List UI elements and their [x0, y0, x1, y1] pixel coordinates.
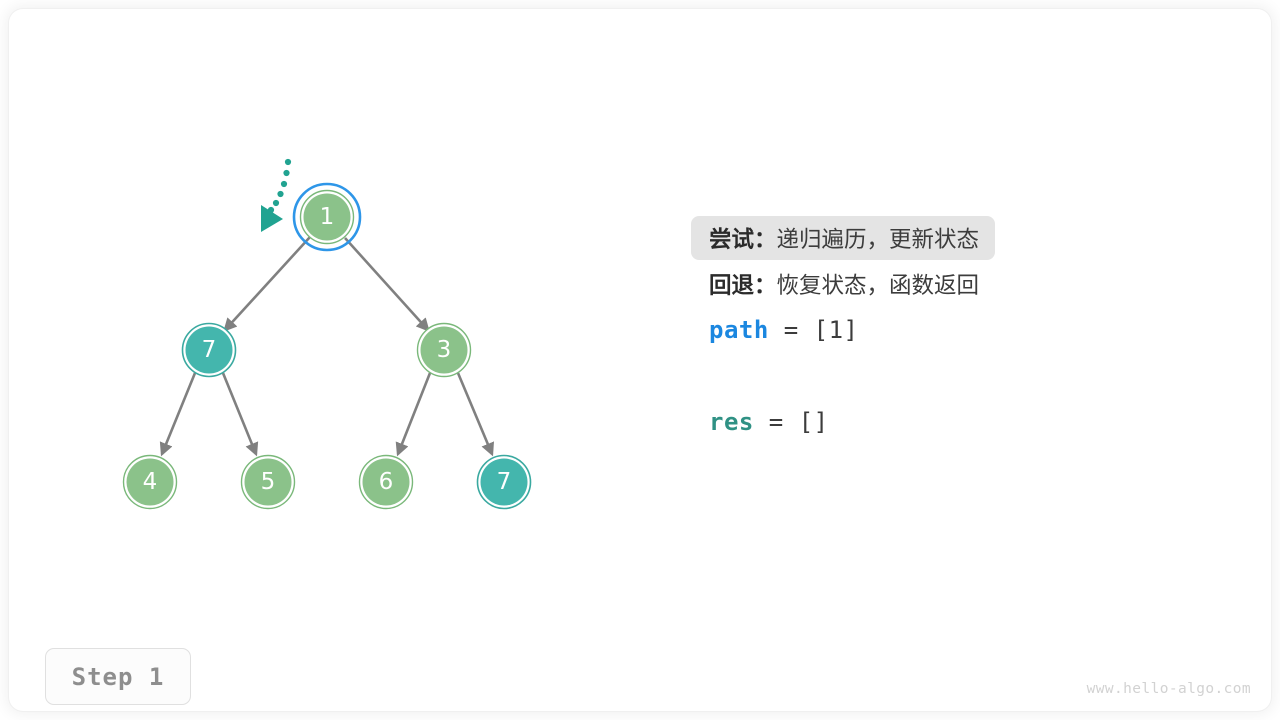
node-highlight-ring: [292, 182, 362, 252]
pointer-arrow-icon: [261, 205, 283, 232]
node-value-label: 5: [261, 469, 276, 495]
watermark: www.hello-algo.com: [1087, 681, 1251, 697]
binary-tree-diagram: 1 7 3 4 5 6: [122, 158, 532, 510]
explanation-panel: 尝试：递归遍历，更新状态 回退：恢复状态，函数返回 path = [1] res…: [691, 215, 1213, 445]
edge-3-to-7: [456, 372, 495, 457]
node-fill-circle: [185, 326, 233, 374]
tree-edges: [159, 236, 495, 457]
path-value-expression: = [1]: [768, 316, 859, 344]
node-value-label: 7: [202, 337, 217, 363]
node-fill-circle: [244, 458, 292, 506]
diagram-frame: 1 7 3 4 5 6: [9, 9, 1271, 711]
backtrack-line-wrap: 回退：恢复状态，函数返回: [691, 262, 995, 306]
try-line: 尝试：递归遍历，更新状态: [691, 215, 1213, 261]
node-fill-circle: [420, 326, 468, 374]
tree-node-7-right[interactable]: 7: [476, 454, 532, 510]
node-fill-circle: [303, 193, 351, 241]
tree-node-7-left[interactable]: 7: [181, 322, 237, 378]
panel-spacer: [693, 353, 1213, 399]
edge-1-to-7: [223, 236, 311, 332]
path-state-line: path = [1]: [693, 307, 1213, 353]
node-fill-circle: [362, 458, 410, 506]
tree-node-4[interactable]: 4: [122, 454, 178, 510]
pointer-dot: [277, 190, 284, 198]
watermark-text: www.hello-algo.com: [1086, 681, 1251, 697]
step-badge: Step 1: [45, 648, 191, 705]
pointer-dot: [272, 199, 280, 207]
res-state-wrap: res = []: [691, 400, 845, 444]
recursion-entry-pointer: [261, 158, 292, 232]
node-value-label: 4: [143, 469, 158, 495]
tree-node-1[interactable]: 1: [292, 182, 362, 252]
pointer-dot: [280, 180, 288, 188]
node-fill-circle: [126, 458, 174, 506]
node-fill-circle: [480, 458, 528, 506]
edge-3-to-6: [395, 372, 432, 457]
step-badge-label: Step 1: [71, 662, 165, 691]
backtrack-line-key: 回退：: [709, 273, 777, 299]
node-value-label: 3: [437, 337, 452, 363]
node-value-label: 7: [497, 469, 512, 495]
path-variable-label: path: [709, 316, 769, 344]
backtrack-line-value: 恢复状态，函数返回: [776, 273, 980, 299]
res-value-expression: = []: [753, 408, 829, 436]
res-state-line: res = []: [693, 399, 1213, 445]
try-line-highlight: 尝试：递归遍历，更新状态: [691, 216, 996, 260]
res-variable-label: res: [709, 408, 754, 436]
edge-7-to-5: [221, 372, 259, 457]
path-state-wrap: path = [1]: [691, 308, 875, 352]
try-line-value: 递归遍历，更新状态: [776, 227, 980, 253]
edge-7-to-4: [159, 372, 197, 457]
try-line-key: 尝试：: [709, 227, 777, 253]
pointer-dot: [284, 158, 292, 166]
backtrack-line: 回退：恢复状态，函数返回: [693, 261, 1213, 307]
edge-1-to-3: [344, 237, 430, 332]
tree-node-5[interactable]: 5: [240, 454, 296, 510]
tree-node-6[interactable]: 6: [358, 454, 414, 510]
node-value-label: 1: [320, 204, 335, 230]
node-value-label: 6: [379, 469, 394, 495]
tree-node-3[interactable]: 3: [416, 322, 472, 378]
pointer-dot: [283, 169, 290, 177]
